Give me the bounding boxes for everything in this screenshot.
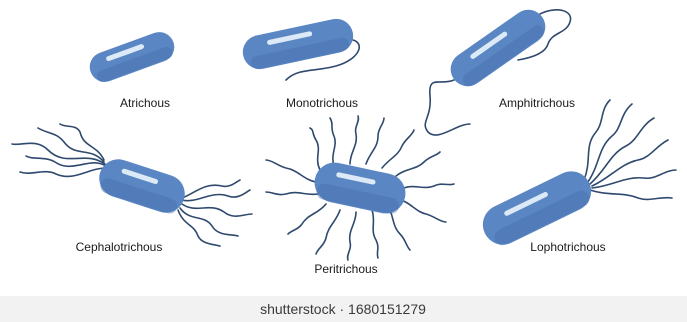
peritrichous-bacterium xyxy=(311,159,409,217)
amphitrichous-flagellum-bottom xyxy=(425,80,470,135)
label-monotrichous: Monotrichous xyxy=(286,96,358,110)
stock-credit: shutterstock · 1680151279 xyxy=(260,301,426,317)
amphitrichous-bacterium xyxy=(444,3,552,93)
lophotrichous-bacterium xyxy=(476,165,598,252)
label-peritrichous: Peritrichous xyxy=(314,262,377,276)
label-amphitrichous: Amphitrichous xyxy=(499,96,575,110)
atrichous-bacterium xyxy=(86,28,179,86)
lophotrichous-flagella xyxy=(584,100,676,199)
cephalotrichous-flagella-right xyxy=(178,180,252,246)
cephalotrichous-flagella-left xyxy=(12,124,106,176)
monotrichous-bacterium xyxy=(240,16,357,73)
label-cephalotrichous: Cephalotrichous xyxy=(76,240,163,254)
label-atrichous: Atrichous xyxy=(120,96,170,110)
label-lophotrichous: Lophotrichous xyxy=(530,240,605,254)
cephalotrichous-bacterium xyxy=(94,154,189,217)
cell-body xyxy=(444,3,552,93)
